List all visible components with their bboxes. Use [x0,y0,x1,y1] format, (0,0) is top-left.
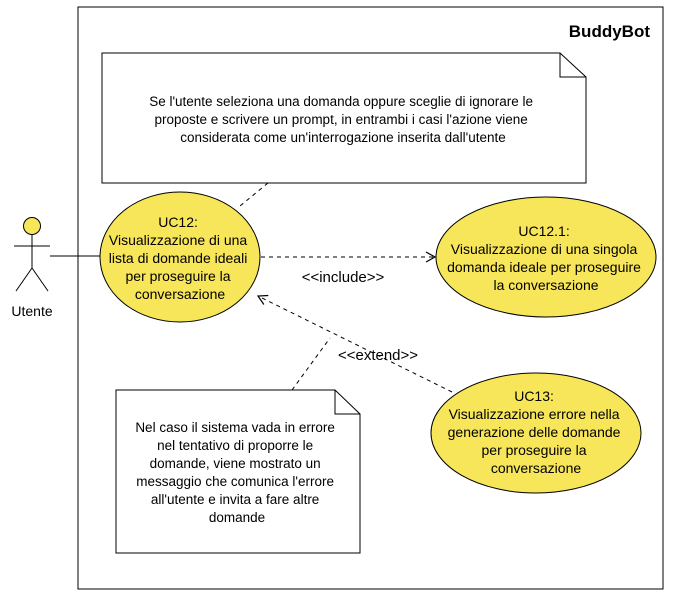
uc13-line: generazione delle domande [448,424,621,440]
top-note-line: proposte e scrivere un prompt, in entram… [154,112,527,127]
bottom-note-line: domande [209,510,265,525]
uc12-line: UC12: [158,214,198,230]
top-note-connector [239,182,269,207]
svg-text:UC13: Visualizzazione er: UC13: Visualizzazione errore nella gener… [448,388,625,476]
top-note-line: Se l'utente seleziona una domanda oppure… [149,94,533,109]
uc13-line: Visualizzazione errore nella [449,406,620,422]
bottom-note-line: Nel caso il sistema vada in errore [135,420,335,435]
svg-text:Se l'utente seleziona una doma: Se l'utente seleziona una domanda oppure… [149,94,537,145]
uc12-line: lista di domande ideali [109,250,248,266]
uc13-line: per proseguire la [482,442,587,458]
include-label: <<include>> [302,269,385,286]
use-case-uc12-1[interactable]: UC12.1: Visualizzazione di una singola d… [435,196,657,318]
uc13-line: conversazione [491,460,581,476]
extend-label: <<extend>> [338,347,418,364]
uc12-1-line: Visualizzazione di una singola [451,241,638,257]
uc12-line: Visualizzazione di una [109,232,247,248]
uc12-1-line: UC12.1: [518,223,569,239]
svg-text:Nel caso il sistema vada in er: Nel caso il sistema vada in errore nel t… [135,420,338,525]
uc13-line: UC13: [514,388,554,404]
bottom-note-line: messaggio che comunica l'errore [136,474,334,489]
bottom-note-connector [291,337,331,391]
uc12-1-line: la conversazione [493,277,598,293]
top-note-line: considerata come un'interrogazione inser… [180,130,506,145]
svg-text:UC12: Visualizzazione di: UC12: Visualizzazione di una lista di do… [109,214,251,302]
bottom-note-shape [115,389,361,554]
uc13-ellipse [430,372,642,494]
bottom-note: Nel caso il sistema vada in errore nel t… [115,389,361,554]
uc12-1-line: domanda ideale per proseguire [447,259,641,275]
use-case-uc13[interactable]: UC13: Visualizzazione errore nella gener… [430,372,642,494]
actor-head [23,217,41,235]
uc12-1-ellipse [435,196,657,318]
actor-utente: Utente [11,217,53,319]
system-title: BuddyBot [569,22,651,41]
actor-left-leg [15,267,33,292]
top-note-fold [559,53,586,78]
uc12-line: conversazione [135,286,225,302]
bottom-note-line: nel tentativo di proporre le [157,438,313,453]
actor-right-leg [31,267,49,292]
bottom-note-line: all'utente e invita a fare altre [151,492,319,507]
bottom-note-line: domande, viene mostrato un [150,456,321,471]
use-case-uc12[interactable]: UC12: Visualizzazione di una lista di do… [99,191,261,323]
svg-text:UC12.1: Visualizzazione: UC12.1: Visualizzazione di una singola d… [447,223,645,293]
uc12-ellipse [99,191,261,323]
uc12-line: per proseguire la [126,268,231,284]
actor-label: Utente [11,303,52,319]
bottom-note-fold [334,390,360,415]
top-note: Se l'utente seleziona una domanda oppure… [101,52,587,184]
top-note-shape [101,52,587,184]
